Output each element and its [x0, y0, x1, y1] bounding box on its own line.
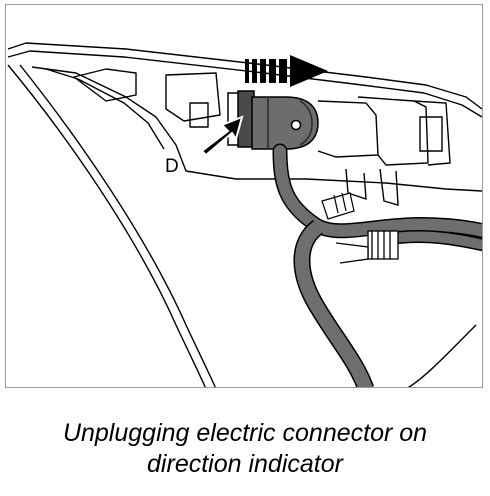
illustration-frame: D: [5, 4, 483, 388]
caption-line-2: direction indicator: [147, 450, 343, 478]
callout-label-d: D: [165, 156, 179, 177]
harness-connector: [335, 230, 399, 264]
pull-direction-arrow: [245, 55, 328, 87]
technical-illustration: D: [7, 42, 482, 387]
latch-press-arrow: [200, 115, 244, 157]
figure-caption: Unplugging electric connector on directi…: [0, 418, 490, 480]
headlamp-housing: [7, 42, 482, 387]
caption-line-1: Unplugging electric connector on: [62, 419, 428, 447]
lamp-socket: [317, 96, 451, 206]
harness-clips: [321, 192, 355, 220]
